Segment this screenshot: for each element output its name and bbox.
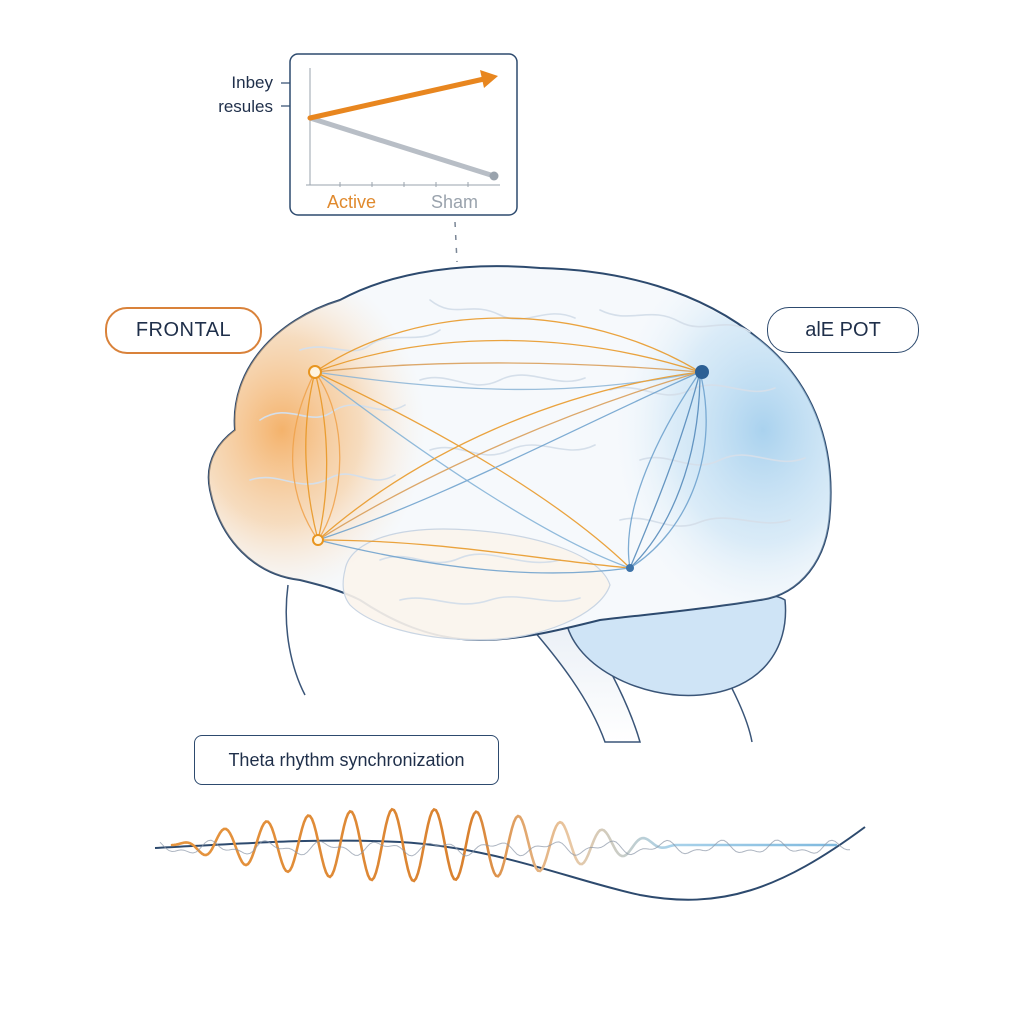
posterior-node-lower: [626, 564, 634, 572]
inset-connector: [454, 221, 458, 263]
inset-ylabel-line2: resules: [218, 97, 273, 116]
active-line: [307, 76, 487, 121]
gyri: [249, 299, 806, 605]
baseline-wave: [154, 826, 866, 901]
parietal-label: alE POT: [767, 307, 919, 353]
connectivity-nodes: [308, 365, 709, 572]
theta-wave: [170, 807, 838, 883]
inset-chart-box: [289, 53, 518, 216]
sham-end-point: [489, 171, 499, 181]
inset-ticks: [339, 182, 469, 187]
inset-ylabel-line1: Inbey: [231, 73, 273, 92]
theta-rhythm-label: Theta rhythm synchronization: [194, 735, 499, 785]
noise-wave: [159, 839, 850, 857]
frontal-node-lower: [312, 534, 324, 546]
inset-xlabel-sham: Sham: [431, 192, 479, 212]
temporal-lobe: [342, 528, 611, 641]
connectivity-lines: [292, 317, 707, 574]
frontal-node-upper: [308, 365, 322, 379]
posterior-glow: [560, 275, 831, 620]
inset-xlabel-active: Active: [327, 192, 377, 212]
active-arrowhead: [480, 70, 498, 88]
posterior-node-upper: [695, 365, 709, 379]
frontal-label: FRONTAL: [105, 307, 262, 354]
sham-line: [307, 115, 497, 179]
neck-outline: [285, 584, 306, 696]
